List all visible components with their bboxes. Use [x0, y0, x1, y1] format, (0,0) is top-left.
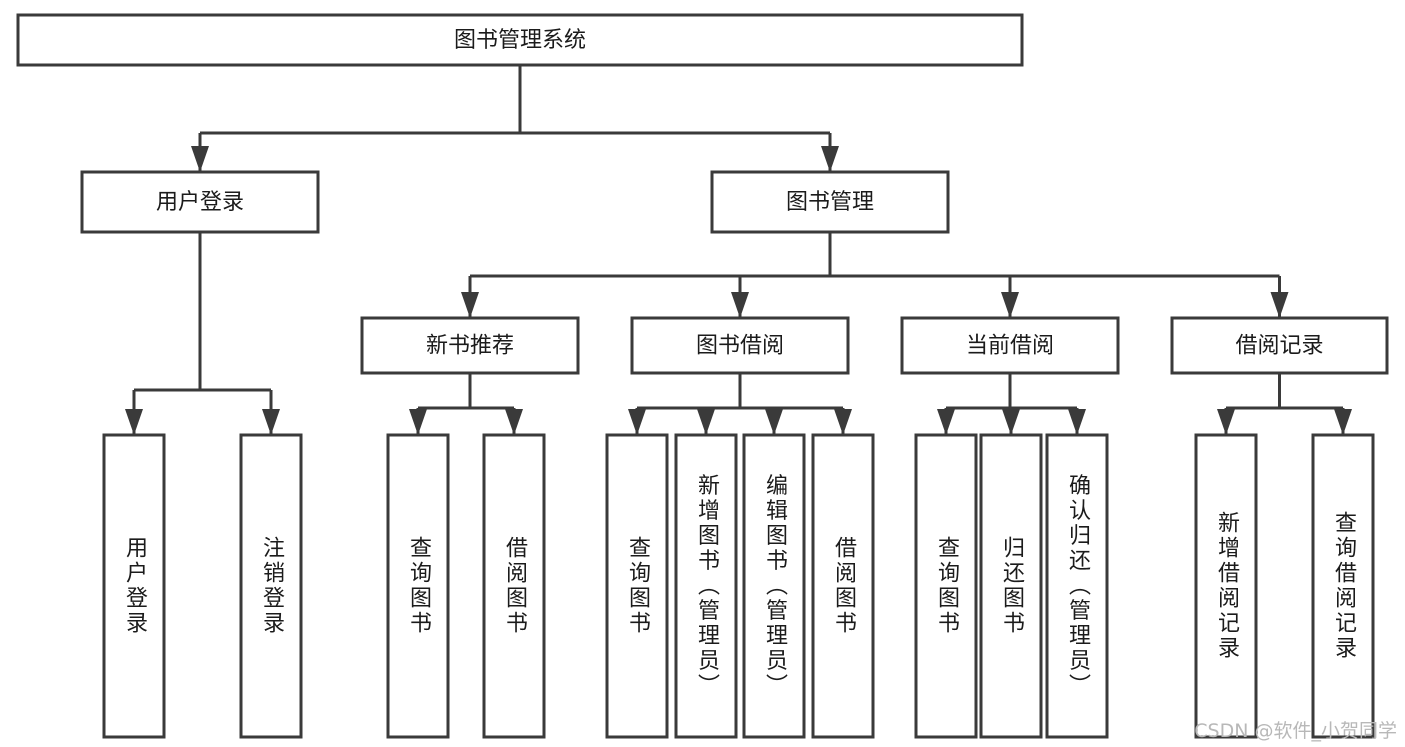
node-leaf_11[interactable]: 新增借阅记录 — [1194, 433, 1258, 739]
node-box-leaf_6 — [742, 433, 806, 739]
node-l2_2[interactable]: 当前借阅 — [900, 316, 1120, 375]
connector-layer — [125, 65, 1352, 435]
node-box-leaf_8 — [914, 433, 978, 739]
node-box-leaf_3 — [482, 433, 546, 739]
node-label-leaf_11: 新增借阅记录 — [1214, 511, 1240, 661]
edge-current-to-return-books-arrowhead — [1002, 409, 1020, 435]
edge-recommendation-to-query-books-arrowhead — [409, 409, 427, 435]
node-label-leaf_4: 查询图书 — [625, 536, 651, 636]
node-label-leaf_2: 查询图书 — [406, 536, 432, 636]
node-leaf_10[interactable]: 确认归还（管理员） — [1045, 433, 1109, 739]
node-label-l2_0: 新书推荐 — [426, 334, 514, 359]
node-label-leaf_0: 用户登录 — [122, 536, 148, 636]
edge-borrowing-to-borrow-book-arrowhead — [834, 409, 852, 435]
node-label-l1_1: 图书管理 — [786, 190, 874, 215]
node-label-l2_1: 图书借阅 — [696, 334, 784, 359]
edge-records-to-query-record-arrowhead — [1334, 409, 1352, 435]
node-label-l2_2: 当前借阅 — [966, 334, 1054, 359]
edge-borrowing-to-query-books-arrowhead — [628, 409, 646, 435]
edge-current-to-confirm-return-admin-arrowhead — [1068, 409, 1086, 435]
node-box-root — [16, 13, 1024, 67]
node-label-leaf_8: 查询图书 — [934, 536, 960, 636]
node-leaf_0[interactable]: 用户登录 — [102, 433, 166, 739]
node-leaf_2[interactable]: 查询图书 — [386, 433, 450, 739]
node-l1_1[interactable]: 图书管理 — [710, 170, 950, 234]
node-box-leaf_4 — [605, 433, 669, 739]
node-leaf_6[interactable]: 编辑图书（管理员） — [742, 433, 806, 739]
node-l2_1[interactable]: 图书借阅 — [630, 316, 850, 375]
node-label-l2_3: 借阅记录 — [1235, 334, 1323, 359]
node-box-l2_2 — [900, 316, 1120, 375]
node-label-leaf_1: 注销登录 — [259, 536, 285, 636]
node-leaf_5[interactable]: 新增图书（管理员） — [674, 433, 738, 739]
node-leaf_1[interactable]: 注销登录 — [239, 433, 303, 739]
node-label-root: 图书管理系统 — [454, 28, 586, 53]
edge-book-management-to-new-book-recommendation-arrowhead — [461, 292, 479, 318]
edge-current-to-query-books-arrowhead — [937, 409, 955, 435]
node-layer: 图书管理系统用户登录图书管理新书推荐图书借阅当前借阅借阅记录用户登录注销登录查询… — [16, 13, 1389, 739]
edge-book-management-to-borrow-records-arrowhead — [1270, 292, 1289, 318]
node-box-leaf_5 — [674, 433, 738, 739]
node-label-leaf_3: 借阅图书 — [502, 536, 528, 636]
node-leaf_9[interactable]: 归还图书 — [979, 433, 1043, 739]
edge-book-management-to-current-borrowing-arrowhead — [1001, 292, 1019, 318]
edge-borrowing-to-edit-book-admin-arrowhead — [765, 409, 783, 435]
edge-borrowing-to-add-book-admin-arrowhead — [697, 409, 715, 435]
edge-user-login-to-logout-arrowhead — [262, 409, 280, 435]
node-box-leaf_1 — [239, 433, 303, 739]
edge-records-to-add-record-arrowhead — [1217, 409, 1235, 435]
node-box-l1_0 — [80, 170, 320, 234]
node-leaf_4[interactable]: 查询图书 — [605, 433, 669, 739]
node-box-leaf_10 — [1045, 433, 1109, 739]
node-box-leaf_9 — [979, 433, 1043, 739]
node-label-leaf_12: 查询借阅记录 — [1331, 511, 1357, 661]
node-box-l2_1 — [630, 316, 850, 375]
node-leaf_8[interactable]: 查询图书 — [914, 433, 978, 739]
edge-root-to-user-login-arrowhead — [191, 146, 209, 172]
node-leaf_7[interactable]: 借阅图书 — [811, 433, 875, 739]
node-label-leaf_6: 编辑图书（管理员） — [762, 474, 788, 699]
node-label-leaf_7: 借阅图书 — [831, 536, 857, 636]
node-label-leaf_10: 确认归还（管理员） — [1065, 474, 1091, 699]
node-leaf_12[interactable]: 查询借阅记录 — [1311, 433, 1375, 739]
node-root[interactable]: 图书管理系统 — [16, 13, 1024, 67]
node-l1_0[interactable]: 用户登录 — [80, 170, 320, 234]
node-box-l1_1 — [710, 170, 950, 234]
node-l2_0[interactable]: 新书推荐 — [360, 316, 580, 375]
node-label-leaf_5: 新增图书（管理员） — [694, 474, 720, 699]
node-box-leaf_7 — [811, 433, 875, 739]
node-box-leaf_11 — [1194, 433, 1258, 739]
edge-root-to-book-management-arrowhead — [821, 146, 839, 172]
node-label-leaf_9: 归还图书 — [999, 536, 1025, 636]
edge-book-management-to-book-borrowing-arrowhead — [731, 292, 749, 318]
node-box-leaf_2 — [386, 433, 450, 739]
node-box-l2_3 — [1170, 316, 1389, 375]
node-box-leaf_12 — [1311, 433, 1375, 739]
edge-user-login-to-user-login-leaf-arrowhead — [125, 409, 143, 435]
node-box-leaf_0 — [102, 433, 166, 739]
node-leaf_3[interactable]: 借阅图书 — [482, 433, 546, 739]
node-label-l1_0: 用户登录 — [156, 190, 244, 215]
edge-recommendation-to-borrow-books-arrowhead — [505, 409, 523, 435]
node-l2_3[interactable]: 借阅记录 — [1170, 316, 1389, 375]
node-box-l2_0 — [360, 316, 580, 375]
